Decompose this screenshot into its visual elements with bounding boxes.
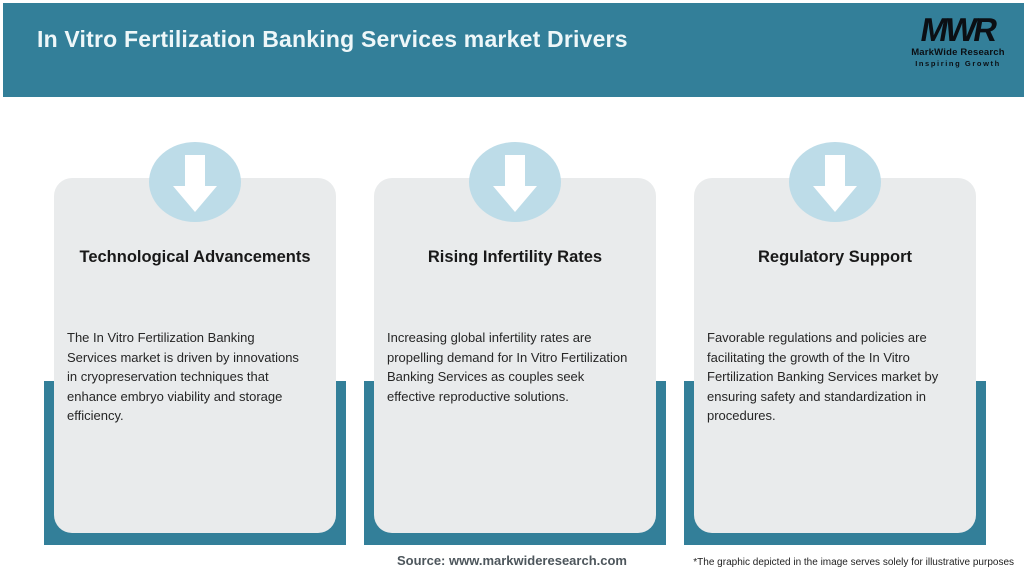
card-title: Technological Advancements: [79, 248, 311, 266]
brand-logo: MWR MarkWide Research Inspiring Growth: [908, 11, 1008, 68]
card-body: Favorable regulations and policies are f…: [707, 330, 939, 423]
driver-card: Rising Infertility Rates Increasing glob…: [374, 178, 656, 533]
disclaimer-text: *The graphic depicted in the image serve…: [693, 557, 1014, 568]
page-title: In Vitro Fertilization Banking Services …: [37, 26, 628, 52]
driver-card: Technological Advancements The In Vitro …: [54, 178, 336, 533]
logo-tagline: Inspiring Growth: [915, 59, 1001, 68]
down-arrow-badge: [469, 142, 561, 222]
logo-name: MarkWide Research: [911, 47, 1005, 58]
down-arrow-badge: [789, 142, 881, 222]
down-arrow-badge: [149, 142, 241, 222]
driver-column-technological-advancements: Technological Advancements The In Vitro …: [44, 142, 346, 546]
driver-card: Regulatory Support Favorable regulations…: [694, 178, 976, 533]
logo-wordmark: MWR: [918, 11, 999, 48]
card-title: Rising Infertility Rates: [427, 248, 603, 266]
card-body: Increasing global infertility rates are …: [387, 330, 628, 404]
driver-column-rising-infertility-rates: Rising Infertility Rates Increasing glob…: [364, 142, 666, 546]
card-body: The In Vitro Fertilization Banking Servi…: [67, 330, 299, 423]
header-banner: In Vitro Fertilization Banking Services …: [3, 3, 1024, 97]
driver-column-regulatory-support: Regulatory Support Favorable regulations…: [684, 142, 986, 546]
source-text: Source: www.markwideresearch.com: [396, 553, 627, 568]
card-title: Regulatory Support: [757, 248, 912, 266]
